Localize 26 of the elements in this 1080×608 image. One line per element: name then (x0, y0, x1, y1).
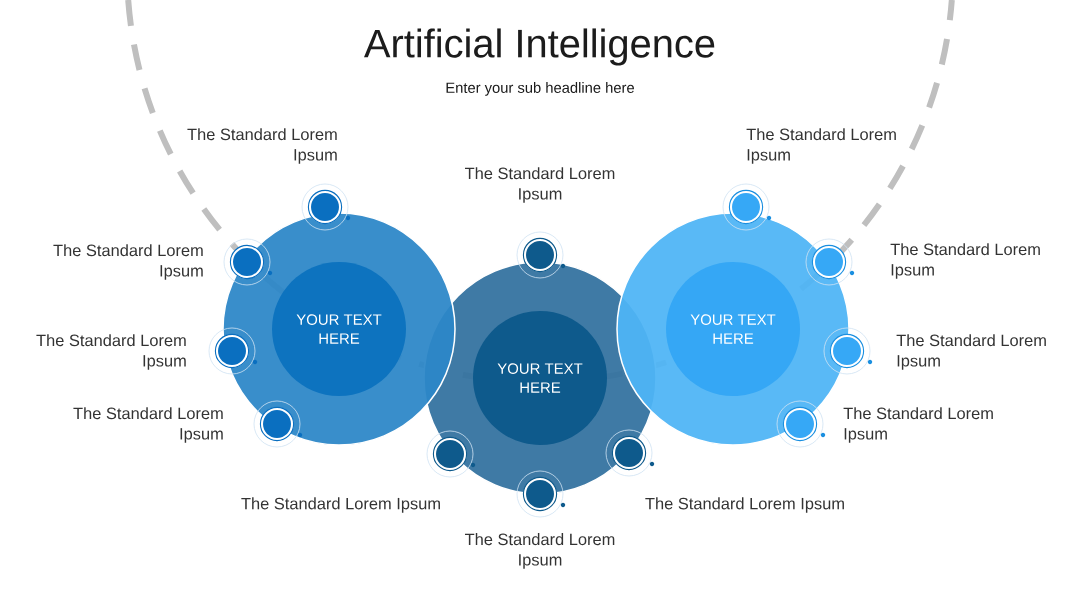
dot-label: The Standard Lorem Ipsum (187, 128, 337, 164)
dot-marker (253, 400, 303, 448)
dot-marker (208, 327, 258, 375)
dot-label: The Standard Lorem Ipsum (746, 128, 896, 164)
dot-label: The Standard Lorem Ipsum (843, 407, 993, 443)
dot-marker (301, 183, 351, 231)
title: Artificial Intelligence (364, 28, 715, 66)
dot-label: The Standard Lorem Ipsum (53, 244, 203, 280)
dot-marker (605, 429, 655, 477)
dot-marker (223, 238, 273, 286)
dot-marker (722, 183, 772, 231)
dot-marker (516, 231, 566, 279)
dot-marker (776, 400, 826, 448)
dot-label: The Standard Lorem Ipsum (645, 497, 844, 513)
dot-label: The Standard Lorem Ipsum (241, 497, 440, 513)
dot-marker (805, 238, 855, 286)
subtitle: Enter your sub headline here (446, 82, 634, 96)
dot-marker (516, 470, 566, 518)
dot-label: The Standard Lorem Ipsum (73, 407, 223, 443)
dot-marker (823, 327, 873, 375)
dot-label: The Standard Lorem Ipsum (896, 334, 1046, 370)
dot-label: The Standard Lorem Ipsum (890, 243, 1040, 279)
dot-marker (426, 430, 476, 478)
dot-label: The Standard Lorem Ipsum (36, 334, 186, 370)
dot-label: The Standard Lorem Ipsum (465, 533, 615, 569)
dot-label: The Standard Lorem Ipsum (465, 167, 615, 203)
